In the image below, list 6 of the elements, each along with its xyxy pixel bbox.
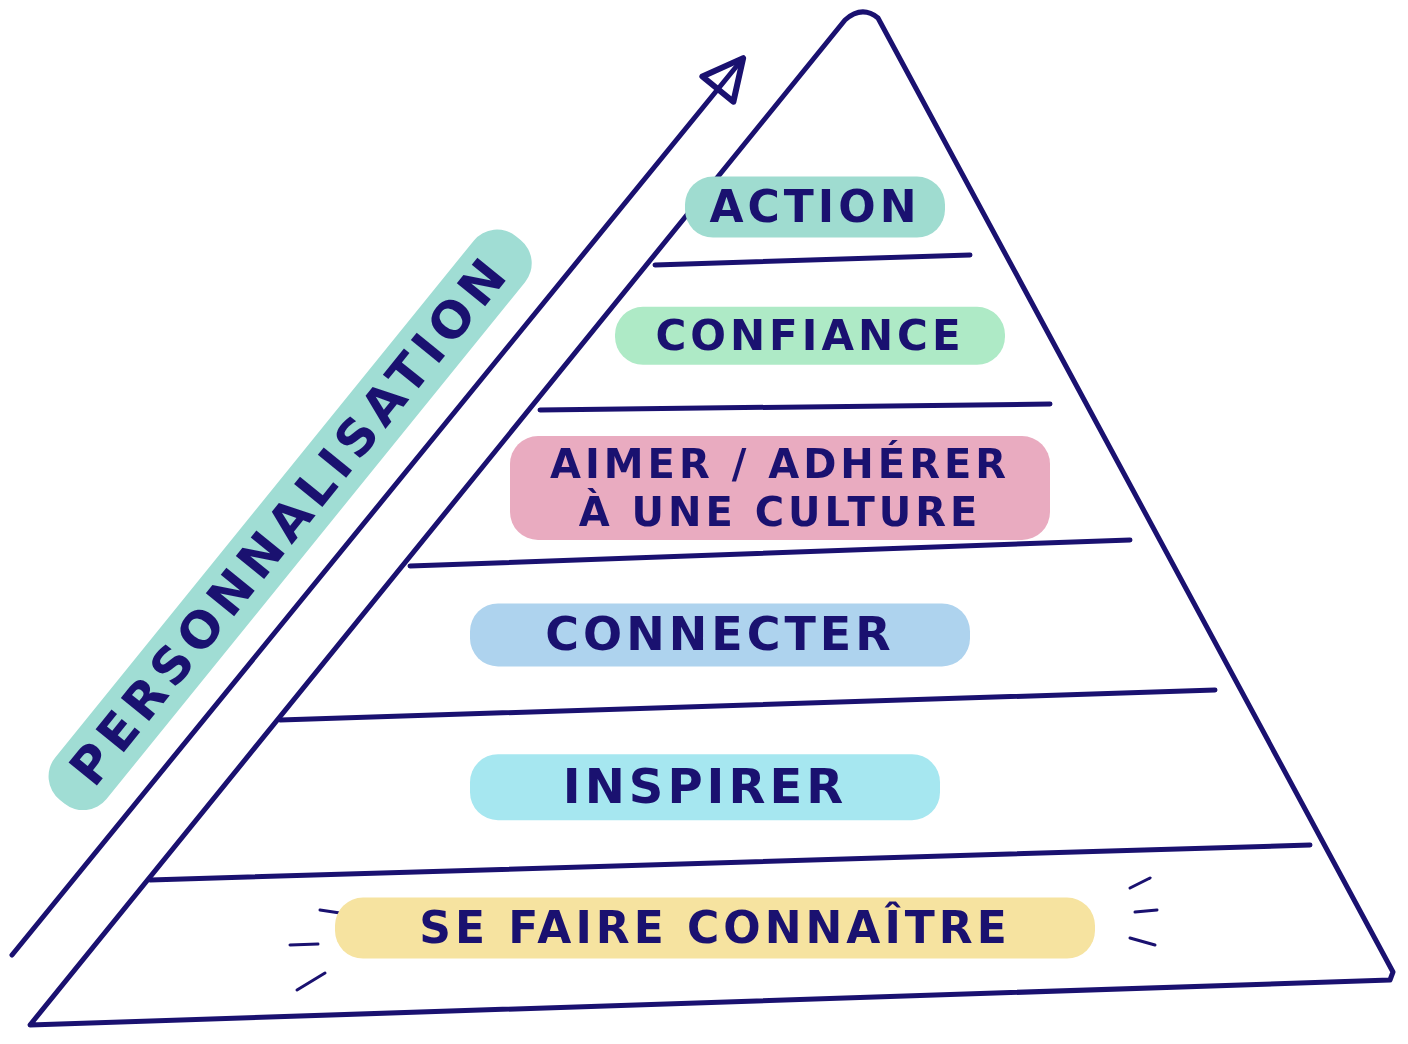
pyramid-level-label: INSPIRER bbox=[470, 754, 940, 820]
pyramid-level-label: CONNECTER bbox=[470, 603, 970, 667]
pyramid-level-label: CONFIANCE bbox=[615, 306, 1005, 366]
pyramid-level-label: AIMER / ADHÉRER À UNE CULTURE bbox=[510, 436, 1050, 540]
pyramid-level-label: ACTION bbox=[685, 176, 945, 238]
pyramid-level-label: SE FAIRE CONNAÎTRE bbox=[335, 897, 1095, 959]
